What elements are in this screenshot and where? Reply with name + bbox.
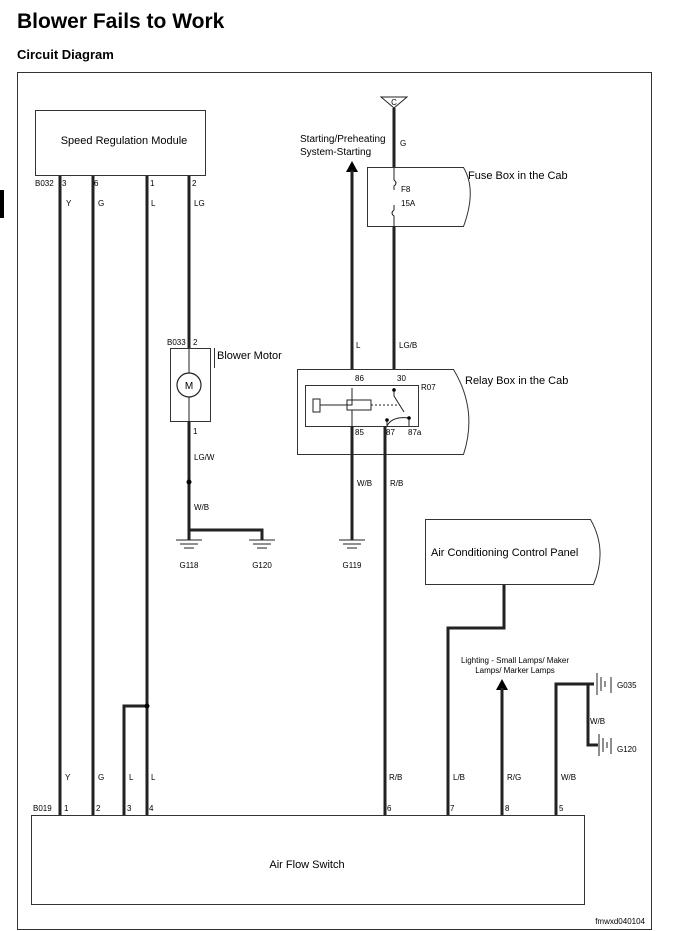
page-title: Blower Fails to Work	[17, 10, 225, 33]
b019-wire-l3: L	[129, 773, 134, 782]
b019-pin-6: 6	[387, 804, 392, 813]
starting-arrow	[346, 161, 358, 172]
b019-wire-g: G	[98, 773, 104, 782]
speed-module-box	[35, 110, 206, 176]
ground-g120-left: G120	[252, 561, 272, 570]
wire-wb-right	[554, 682, 594, 815]
page-subtitle: Circuit Diagram	[17, 47, 114, 62]
splice-l	[144, 703, 150, 709]
wire-l-relay: L	[356, 341, 361, 350]
starting-label-1: Starting/Preheating	[300, 134, 386, 145]
motor-letter: M	[185, 381, 193, 392]
wire-l-top: L	[151, 199, 156, 208]
ground-g119: G119	[343, 561, 363, 570]
wire-l-branch	[122, 704, 147, 815]
ground-g118: G118	[180, 561, 200, 570]
b019-wire-l4: L	[151, 773, 156, 782]
diagram-frame	[17, 72, 652, 930]
relay-r07	[305, 385, 419, 427]
relay-pin-87: 87	[386, 428, 395, 437]
b019-wire-rb: R/B	[389, 773, 402, 782]
section-marker	[0, 190, 4, 218]
ground-g035: G035	[617, 681, 637, 690]
wire-wb-right-label: W/B	[590, 717, 605, 726]
fuse-box	[367, 167, 471, 227]
b032-label: B032	[35, 179, 54, 188]
lighting-label-1: Lighting - Small Lamps/ Maker	[461, 656, 569, 665]
wire-wb-relay: W/B	[357, 479, 372, 488]
b019-pin-8: 8	[505, 804, 510, 813]
b033-label: B033	[167, 338, 186, 347]
b019-wire-wb: W/B	[561, 773, 576, 782]
wire-lg-top: LG	[194, 199, 205, 208]
speed-module-label: Speed Regulation Module	[61, 135, 188, 147]
airflow-switch-label: Air Flow Switch	[269, 859, 344, 871]
b019-pin-2: 2	[96, 804, 101, 813]
b019-pin-4: 4	[149, 804, 154, 813]
ac-panel-label: Air Conditioning Control Panel	[431, 547, 578, 559]
b032-pin-1: 1	[150, 179, 155, 188]
relay-pin-85: 85	[355, 428, 364, 437]
blower-motor-label: Blower Motor	[217, 350, 282, 362]
wire-g-top: G	[98, 199, 104, 208]
b033-pin-2: 2	[193, 338, 198, 347]
wire-wb-label: W/B	[194, 503, 209, 512]
wire-y-top: Y	[66, 199, 72, 208]
b019-pin-1: 1	[64, 804, 69, 813]
connector-c	[379, 96, 409, 109]
b019-wire-rg: R/G	[507, 773, 521, 782]
wire-wb-g120	[189, 528, 264, 540]
lighting-arrow	[496, 679, 508, 690]
b032-pin-3: 3	[62, 179, 67, 188]
fuse-f8-label: F8	[401, 185, 411, 194]
b019-pin-5: 5	[559, 804, 564, 813]
relay-pin-30: 30	[397, 374, 406, 383]
b032-pin-2: 2	[192, 179, 197, 188]
fuse-box-label: Fuse Box in the Cab	[468, 170, 568, 182]
fuse-f8	[391, 168, 397, 226]
fuse-f8-rating: 15A	[401, 199, 416, 208]
wire-lb	[446, 585, 506, 815]
figure-id: fmwxd040104	[595, 917, 645, 926]
ac-panel-box	[425, 519, 601, 585]
lighting-label-2: Lamps/ Marker Lamps	[475, 666, 555, 675]
b019-pin-7: 7	[450, 804, 455, 813]
starting-label-2: System-Starting	[300, 147, 371, 158]
relay-pin-87a: 87a	[408, 428, 422, 437]
ground-g120-right: G120	[617, 745, 637, 754]
b032-pin-6: 6	[94, 179, 99, 188]
wire-rb-relay: R/B	[390, 479, 403, 488]
relay-pin-86: 86	[355, 374, 364, 383]
b019-wire-lb: L/B	[453, 773, 465, 782]
b033-pin-1: 1	[193, 427, 198, 436]
wire-lgb-relay: LG/B	[399, 341, 417, 350]
connector-c-label: C	[391, 98, 397, 107]
splice-motor	[186, 479, 192, 485]
b019-wire-y: Y	[65, 773, 71, 782]
wire-g-fuse: G	[400, 139, 406, 148]
b019-pin-3: 3	[127, 804, 132, 813]
b019-label: B019	[33, 804, 52, 813]
relay-box-label: Relay Box in the Cab	[465, 375, 568, 387]
wire-lgw-label: LG/W	[194, 453, 215, 462]
airflow-switch-box	[31, 815, 585, 905]
relay-r07-label: R07	[421, 383, 436, 392]
